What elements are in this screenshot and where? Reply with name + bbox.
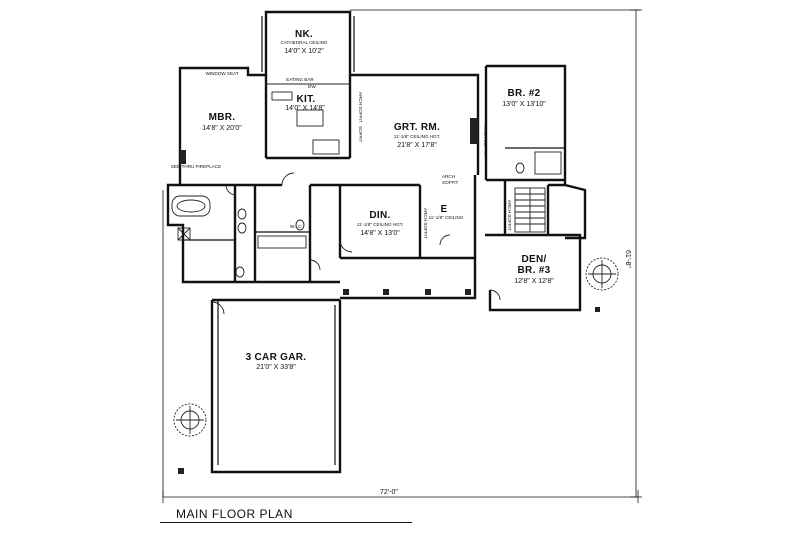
title-underline (160, 522, 412, 523)
room-kitchen: EATING BAR KIT. 14'0" X 14'8" (285, 77, 325, 112)
svg-text:14'8" X 20'0": 14'8" X 20'0" (202, 125, 242, 132)
wic-note: W.I.C. (290, 224, 303, 229)
room-nook: NK. CATHEDRAL CEILING 14'0" X 10'2" (281, 29, 328, 55)
svg-text:11'-1/8" CEILING HGT.: 11'-1/8" CEILING HGT. (394, 134, 441, 139)
svg-text:12'8" X 12'8": 12'8" X 12'8" (514, 278, 554, 285)
arch-soffit-note-3: ARCH SOFFIT (423, 208, 428, 239)
svg-text:BR. #2: BR. #2 (508, 88, 541, 99)
svg-text:3 CAR GAR.: 3 CAR GAR. (246, 352, 307, 363)
svg-text:CATHEDRAL CEILING: CATHEDRAL CEILING (281, 40, 328, 45)
fixtures (171, 83, 600, 474)
depth-dimension: 61'-8" (624, 250, 631, 268)
arch-soffit-note-2: ARCH SOFFIT (483, 125, 488, 156)
interior-walls (180, 75, 565, 284)
svg-text:E: E (441, 204, 448, 215)
svg-text:SEE-THRU FIREPLACE: SEE-THRU FIREPLACE (171, 164, 221, 169)
arch-soffit-note-4: ARCH SOFFIT (507, 200, 512, 231)
arch-soffit-note: ARCH SOFFIT (358, 92, 363, 123)
room-entry: E 11'-1/8" CEILING (429, 204, 464, 220)
svg-text:14'0" X 10'2": 14'0" X 10'2" (284, 48, 324, 55)
svg-text:EATING BAR: EATING BAR (286, 77, 314, 82)
svg-text:21'0" X 33'8": 21'0" X 33'8" (256, 364, 296, 371)
svg-text:DEN/: DEN/ (521, 254, 546, 265)
svg-text:21'8" X 17'8": 21'8" X 17'8" (397, 142, 437, 149)
room-mbr: WINDOW SEAT MBR. 14'8" X 20'0" SEE-THRU … (171, 71, 242, 169)
svg-text:14'0" X 14'8": 14'0" X 14'8" (285, 105, 325, 112)
room-dining: DIN. 11'-1/8" CEILING HGT. 14'8" X 13'0" (357, 210, 404, 237)
arch-note: ARCH (442, 174, 455, 179)
svg-text:14'8" X 13'0": 14'8" X 13'0" (360, 230, 400, 237)
dw-note: DW (308, 84, 316, 89)
tree-icon (173, 403, 207, 437)
svg-text:13'0" X 13'10": 13'0" X 13'10" (502, 101, 546, 108)
room-br2: BR. #2 13'0" X 13'10" (502, 88, 546, 108)
soffit-note: SOFFIT (358, 126, 363, 143)
svg-text:MBR.: MBR. (209, 112, 236, 123)
width-dimension: 72'-0" (380, 489, 398, 496)
room-great-room: GRT. RM. 11'-1/8" CEILING HGT. 21'8" X 1… (394, 122, 441, 149)
svg-text:WINDOW SEAT: WINDOW SEAT (205, 71, 238, 76)
tree-icon (585, 257, 619, 291)
doors (211, 172, 501, 315)
room-den: DEN/ BR. #3 12'8" X 12'8" (514, 254, 554, 285)
dimension-lines (162, 9, 642, 503)
svg-text:11'-1/8" CEILING HGT.: 11'-1/8" CEILING HGT. (357, 222, 404, 227)
stairs (514, 187, 546, 233)
svg-text:GRT. RM.: GRT. RM. (394, 122, 440, 133)
svg-text:NK.: NK. (295, 29, 313, 40)
page-title: MAIN FLOOR PLAN (176, 507, 293, 521)
room-garage: 3 CAR GAR. 21'0" X 33'8" (246, 352, 307, 371)
exterior-walls (166, 10, 587, 474)
svg-text:KIT.: KIT. (297, 94, 316, 105)
svg-text:BR. #3: BR. #3 (518, 265, 551, 276)
soffit-note-2: SOFFIT (442, 180, 459, 185)
svg-text:DIN.: DIN. (369, 210, 390, 221)
svg-text:11'-1/8" CEILING: 11'-1/8" CEILING (429, 215, 464, 220)
